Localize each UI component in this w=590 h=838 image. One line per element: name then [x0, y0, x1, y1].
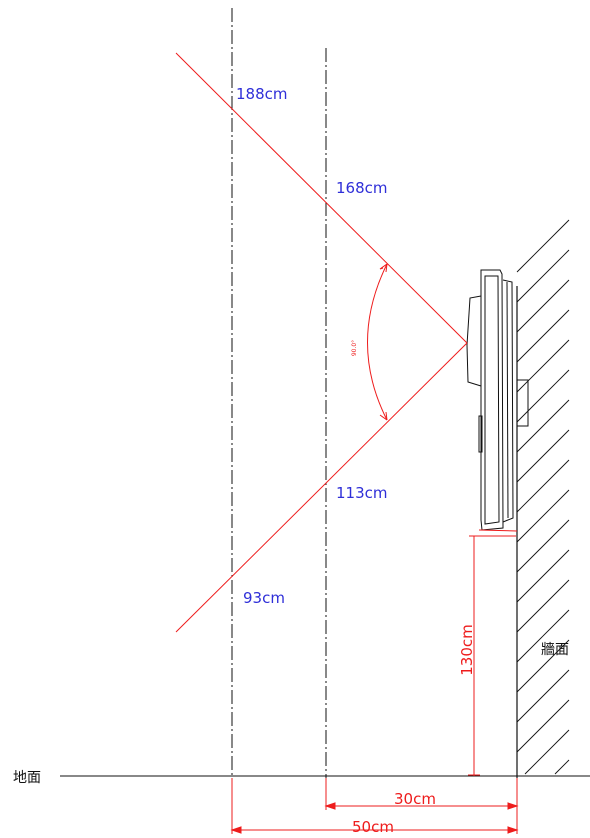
- label-113cm: 113cm: [336, 484, 388, 502]
- height-dimension: [468, 535, 481, 776]
- angle-label: 90.0°: [351, 340, 358, 356]
- view-line-lower: [175, 342, 468, 633]
- label-ground: 地面: [13, 770, 41, 786]
- angle-arc: [367, 263, 388, 421]
- dimension-50cm: [230, 778, 519, 834]
- dimension-30cm: [324, 778, 519, 834]
- label-30cm: 30cm: [394, 790, 436, 808]
- label-50cm: 50cm: [352, 818, 394, 836]
- wall: [516, 219, 570, 778]
- view-line-upper: [175, 52, 468, 344]
- door-phone-device: [466, 269, 529, 537]
- label-93cm: 93cm: [243, 589, 285, 607]
- label-wall: 牆面: [541, 642, 569, 658]
- label-130cm: 130cm: [458, 624, 476, 676]
- label-168cm: 168cm: [336, 179, 388, 197]
- label-188cm: 188cm: [236, 85, 288, 103]
